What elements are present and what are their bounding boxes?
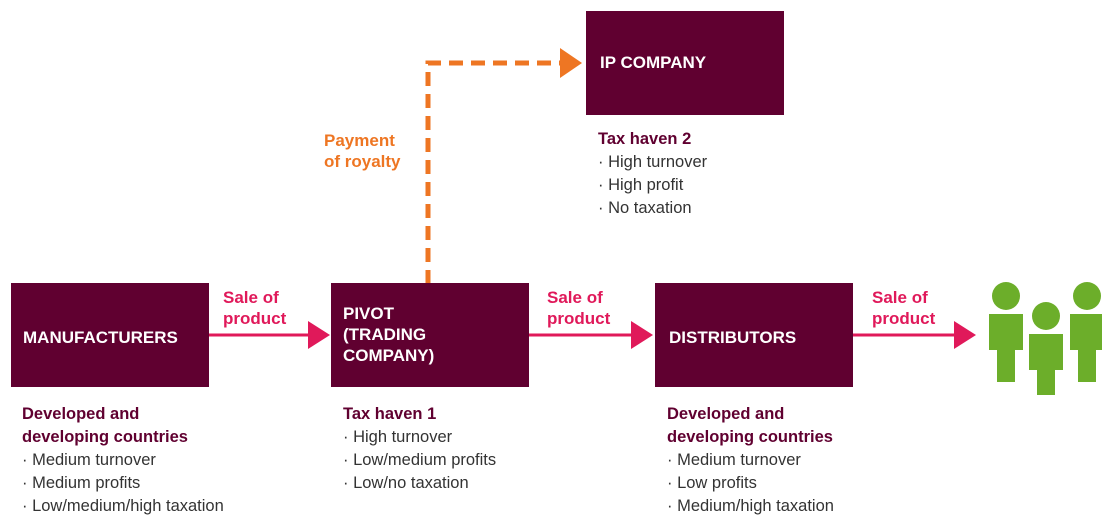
note-item: · High turnover (598, 153, 708, 171)
sale-label-2-line-1: Sale of (547, 288, 603, 307)
sale-arrow-1 (209, 321, 330, 349)
sale-label-2: Sale of product (547, 287, 610, 329)
pivot-note: Tax haven 1 · High turnover · Low/medium… (343, 403, 496, 495)
pivot-label-line-3: COMPANY) (343, 346, 435, 365)
sale-label-2-line-2: product (547, 309, 611, 328)
note-item: · Medium/high taxation (667, 497, 834, 515)
distributors-label: DISTRIBUTORS (669, 328, 797, 347)
sale-label-3-line-1: Sale of (872, 288, 928, 307)
note-heading: Tax haven 1 (343, 405, 437, 423)
distributors-note: Developed and developing countries · Med… (667, 403, 834, 518)
note-heading: developing countries (667, 428, 833, 446)
royalty-label: Payment of royalty (324, 130, 401, 172)
sale-label-3-line-2: product (872, 309, 936, 328)
people-group-icon (989, 282, 1102, 395)
sale-label-1-line-1: Sale of (223, 288, 279, 307)
note-heading: Developed and (667, 405, 785, 423)
note-item: · Medium turnover (667, 451, 801, 469)
pivot-label-line-1: PIVOT (343, 304, 395, 323)
royalty-arrow (425, 48, 582, 284)
sale-label-1: Sale of product (223, 287, 286, 329)
note-item: · Low/medium/high taxation (22, 497, 224, 515)
sale-label-1-line-2: product (223, 309, 287, 328)
manufacturers-label: MANUFACTURERS (23, 328, 178, 347)
distributors-box: DISTRIBUTORS (655, 283, 853, 387)
ip-company-box: IP COMPANY (586, 11, 784, 115)
ip-company-label: IP COMPANY (600, 53, 707, 72)
note-item: · Low profits (667, 474, 757, 492)
royalty-label-line-2: of royalty (324, 152, 401, 171)
note-item: · High profit (598, 176, 684, 194)
note-heading: Tax haven 2 (598, 130, 692, 148)
manufacturers-box: MANUFACTURERS (11, 283, 209, 387)
note-item: · Medium turnover (22, 451, 156, 469)
note-heading: developing countries (22, 428, 188, 446)
note-heading: Developed and (22, 405, 140, 423)
note-item: · Medium profits (22, 474, 141, 492)
royalty-label-line-1: Payment (324, 131, 395, 150)
pivot-label-line-2: (TRADING (343, 325, 427, 344)
ip-company-note: Tax haven 2 · High turnover · High profi… (598, 128, 707, 220)
manufacturers-note: Developed and developing countries · Med… (22, 403, 224, 518)
sale-label-3: Sale of product (872, 287, 935, 329)
note-item: · Low/medium profits (343, 451, 497, 469)
note-item: · High turnover (343, 428, 453, 446)
sale-arrow-2 (529, 321, 653, 349)
note-item: · Low/no taxation (343, 474, 469, 492)
sale-arrow-3 (853, 321, 976, 349)
pivot-box: PIVOT (TRADING COMPANY) (331, 283, 529, 387)
note-item: · No taxation (598, 199, 692, 217)
